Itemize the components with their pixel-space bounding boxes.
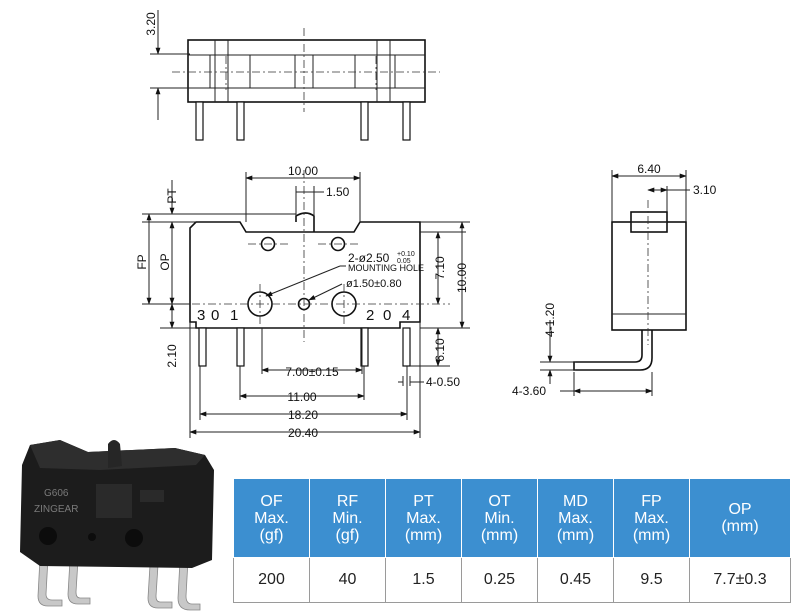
dim-10-00-top: 10.00 — [288, 164, 318, 178]
value-md: 0.45 — [537, 557, 614, 603]
pin-1 — [236, 327, 245, 367]
spec-value-row: 200 40 1.5 0.25 0.45 9.5 7.7±0.3 — [233, 557, 791, 603]
actuator-plunger — [295, 212, 315, 232]
pin-4 — [402, 327, 411, 367]
upper-hole-right — [330, 236, 346, 252]
dim-18-20: 18.20 — [288, 408, 318, 422]
pin-3 — [198, 327, 207, 367]
dim-7-10: 7.10 — [433, 256, 447, 280]
label-op: OP — [158, 253, 172, 270]
side-view-bent-pin — [573, 330, 653, 371]
top-view-panel — [130, 4, 730, 144]
dim-6-40: 6.40 — [637, 162, 661, 176]
dim-4-0-50: 4-0.50 — [426, 375, 460, 389]
dim-1-50: 1.50 — [326, 185, 350, 199]
dim-4-3-60: 4-3.60 — [512, 384, 546, 398]
dim-11-00: 11.00 — [287, 390, 316, 404]
hole-callout-tol-upper: +0.10 — [397, 251, 415, 258]
pin-label-4: 4 — [402, 307, 410, 324]
hole-callout-tol-lower: 0.05 — [397, 258, 411, 265]
dim-20-40: 20.40 — [288, 426, 318, 440]
dim-3-20: 3.20 — [144, 12, 158, 36]
pin-label-0a: 0 — [211, 307, 219, 324]
label-fp: FP — [135, 254, 149, 269]
pin-label-3: 3 — [197, 307, 205, 324]
upper-hole-left — [260, 236, 276, 252]
value-of: 200 — [233, 557, 310, 603]
photo-cert-marks — [140, 490, 164, 502]
dim-7-00: 7.00±0.15 — [285, 365, 339, 379]
hole-callout: 2-ø2.50 — [348, 251, 390, 265]
photo-rating-text — [96, 484, 132, 518]
value-rf: 40 — [309, 557, 386, 603]
dim-3-10: 3.10 — [693, 183, 717, 197]
side-view: 6.40 3.10 4-1.20 4-3.60 — [512, 162, 717, 398]
value-fp: 9.5 — [613, 557, 690, 603]
dim-2-10: 2.10 — [165, 344, 179, 368]
top-view: 3.20 — [130, 4, 730, 144]
photo-label-brand: ZINGEAR — [34, 504, 78, 515]
value-ot: 0.25 — [461, 557, 538, 603]
header-op: OP(mm) — [689, 478, 791, 558]
hole-callout-sub: MOUNTING HOLE — [348, 263, 424, 273]
pin-label-0b: 0 — [383, 307, 391, 324]
dim-6-10: 6.10 — [433, 338, 447, 362]
dim-4-1-20: 4-1.20 — [543, 303, 557, 337]
front-view: 3 0 1 2 0 4 10.00 1.50 PT FP OP 2 — [135, 164, 470, 440]
value-op: 7.7±0.3 — [689, 557, 791, 603]
dim-10-00-right: 10.00 — [455, 263, 469, 293]
pin-label-2: 2 — [366, 307, 374, 324]
top-view-body — [187, 39, 426, 103]
side-view-body — [611, 221, 687, 331]
pivot-callout: ø1.50±0.80 — [346, 278, 402, 290]
switch-actuator — [108, 440, 122, 468]
photo-label-model: G606 — [44, 488, 69, 499]
label-pt: PT — [165, 188, 179, 204]
pin-label-1: 1 — [230, 307, 238, 324]
product-photo: G606 ZINGEAR — [20, 440, 214, 611]
value-pt: 1.5 — [385, 557, 462, 603]
